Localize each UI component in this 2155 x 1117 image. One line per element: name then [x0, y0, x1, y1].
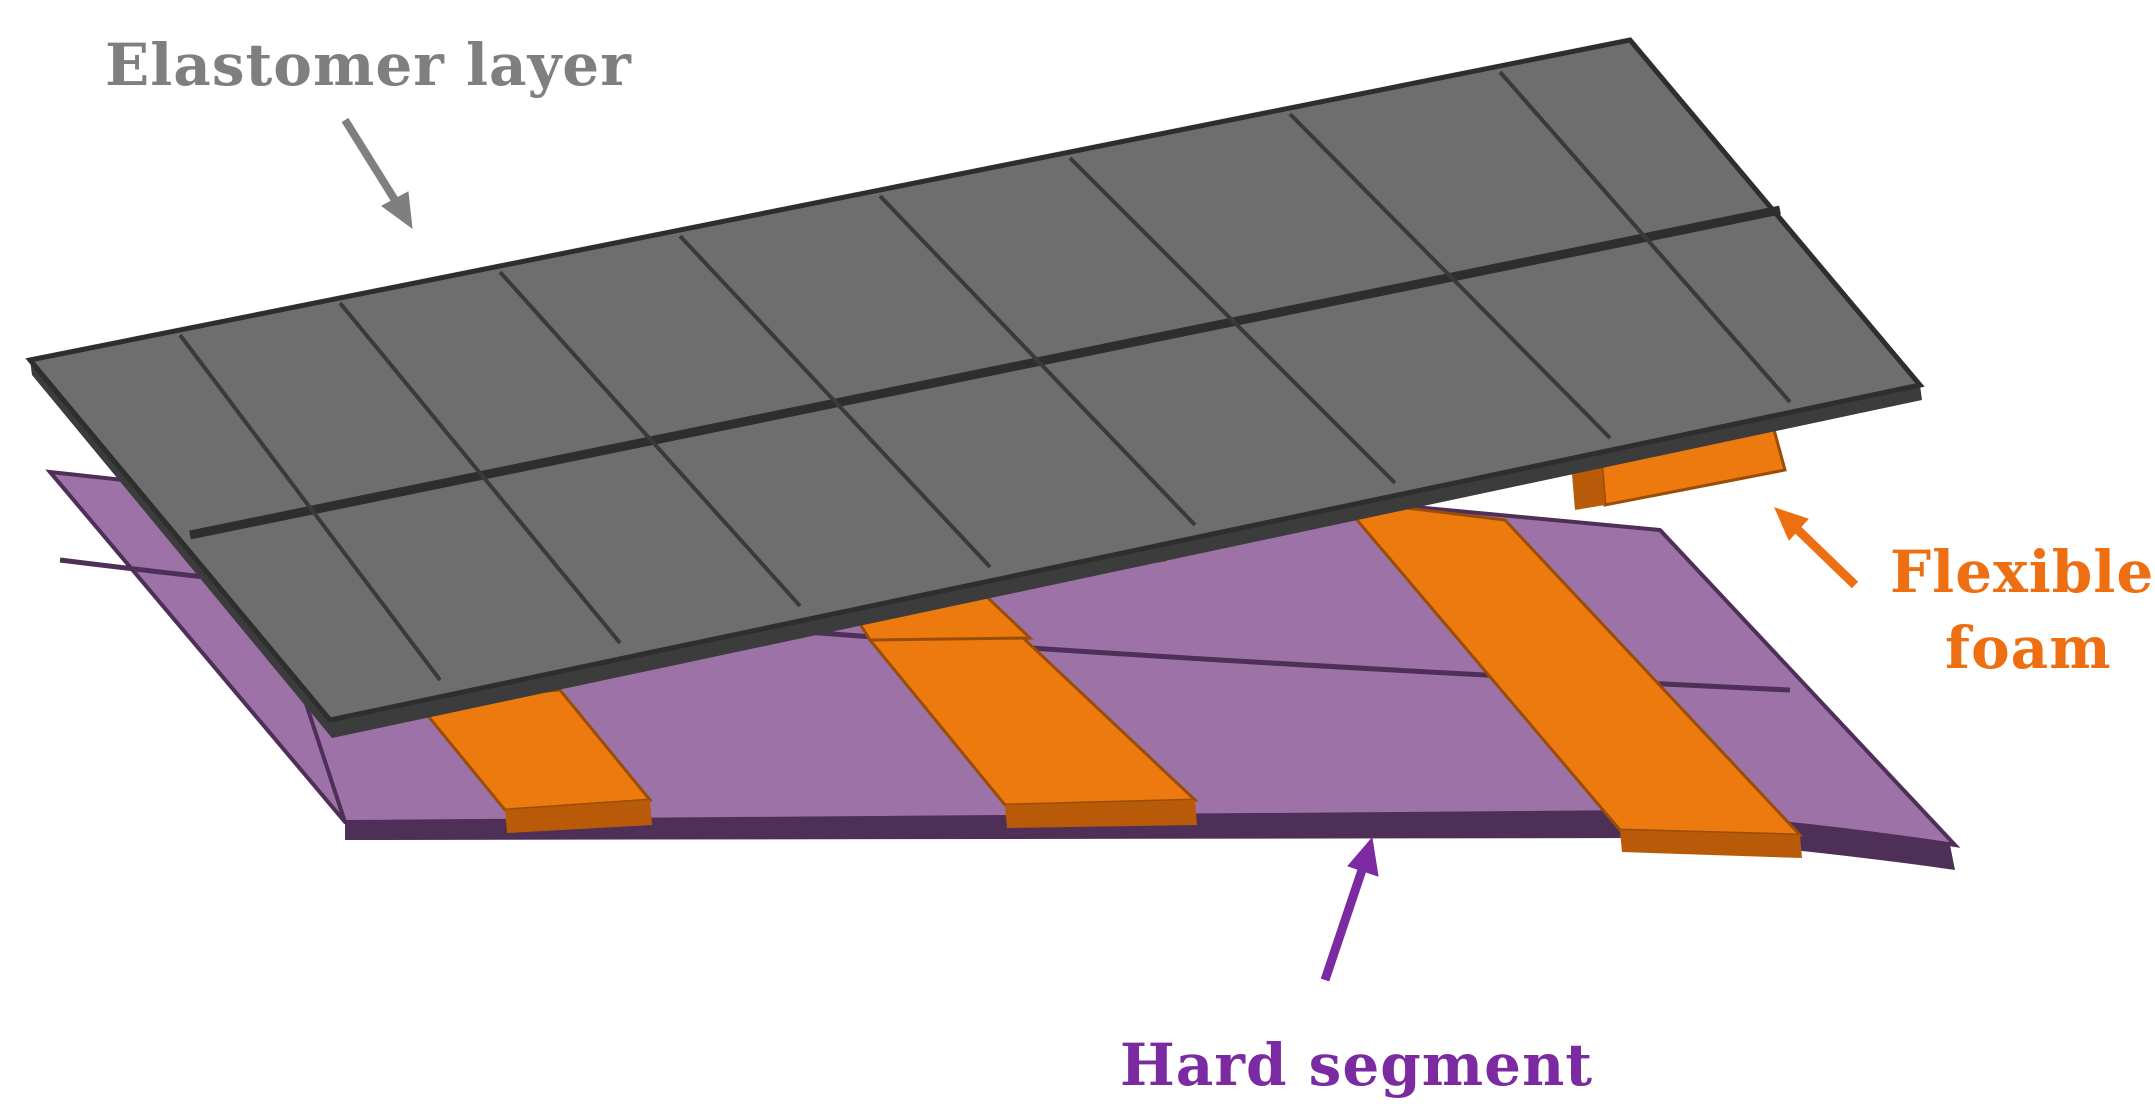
- foam-strip-edge: [505, 800, 652, 833]
- label-flexible-foam-line1: Flexible: [1890, 538, 2154, 606]
- arrow-hard-segment: [1320, 836, 1379, 982]
- elastomer-transverse-grooves: [178, 70, 1792, 682]
- foam-strip-edge: [1620, 830, 1802, 858]
- label-elastomer-layer: Elastomer layer: [105, 31, 632, 99]
- elastomer-plate: [25, 37, 1925, 723]
- arrow-flexible-foam: [1774, 507, 1859, 589]
- elastomer-groove: [189, 205, 1781, 540]
- label-flexible-foam-line2: foam: [1945, 614, 2112, 682]
- hard-segment-layer-edge: [345, 810, 1955, 870]
- arrow-elastomer: [341, 117, 413, 230]
- label-hard-segment: Hard segment: [1120, 1031, 1593, 1099]
- foam-strip-edge: [1005, 800, 1197, 828]
- elastomer-layer: [25, 37, 1925, 738]
